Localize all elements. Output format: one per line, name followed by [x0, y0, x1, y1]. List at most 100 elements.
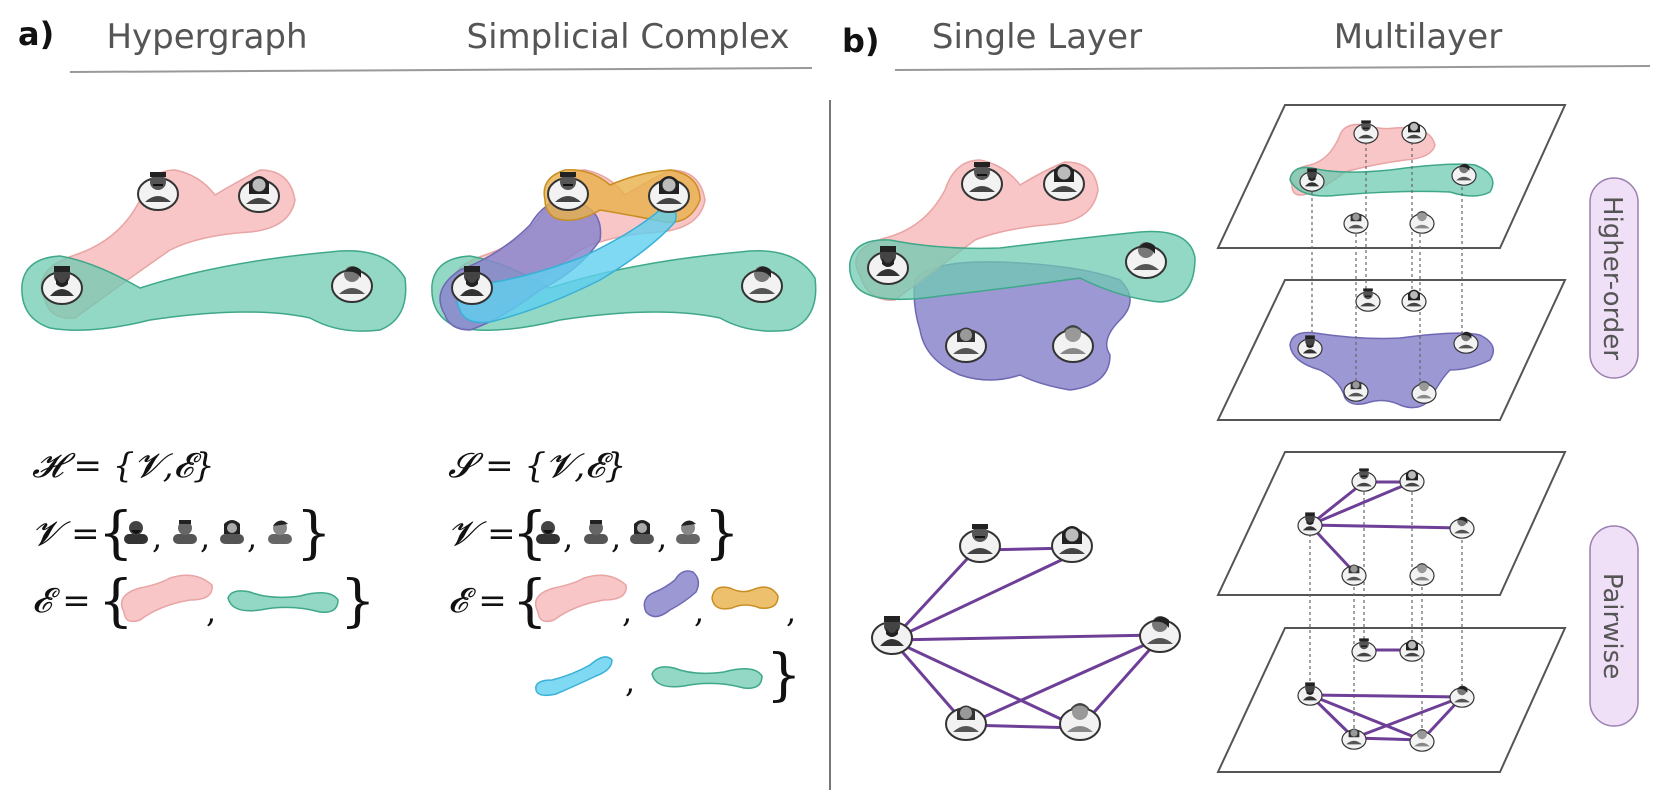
simplicial-definition: 𝓢 = {𝓥,𝓔}: [448, 446, 626, 486]
hyperedge-purple: [1289, 331, 1495, 409]
panel-b-letter: b): [842, 22, 880, 60]
hypergraph-equations: 𝓗 = {𝓥,𝓔} 𝓥 = { , , , } 𝓔 = { , }: [32, 446, 376, 634]
open-brace: {: [98, 501, 134, 566]
comma: ,: [200, 518, 210, 556]
node-man-hair: [1139, 615, 1181, 653]
panel-a-header-rule: [69, 67, 813, 73]
hyperedge-teal: [1289, 163, 1494, 197]
simplicial-equations: 𝓢 = {𝓥,𝓔} 𝓥 = { , , , } 𝓔 = { , , , , }: [448, 446, 802, 708]
simplicial-edge-label: 𝓔 =: [448, 581, 507, 621]
panel-b-header-rule: [894, 65, 1651, 71]
link: [890, 543, 982, 642]
panel-a: a) Hypergraph Simplicial Complex: [18, 15, 817, 708]
comma: ,: [563, 518, 573, 556]
comma: ,: [206, 592, 216, 630]
woman-icon: [630, 520, 654, 544]
node-man-hair: [1449, 684, 1475, 708]
node-woman-braid: [1341, 563, 1367, 586]
interlayer-links-pairwise: [1309, 480, 1463, 740]
link: [1309, 523, 1463, 530]
edge-gold-glyph: [711, 586, 779, 610]
edge-pink-glyph: [534, 574, 627, 623]
node-woman-glasses: [1399, 469, 1425, 492]
link: [1353, 695, 1463, 740]
hypergraph-vertex-label: 𝓥 =: [32, 514, 100, 554]
link: [891, 633, 1161, 642]
node-mustache-man: [959, 523, 1001, 563]
node-mustache-man: [1351, 467, 1377, 492]
comma: ,: [247, 518, 257, 556]
pairwise-label: Pairwise: [1597, 573, 1627, 679]
edge-pink-glyph: [120, 574, 213, 623]
pairwise-pill: Pairwise: [1589, 525, 1639, 727]
node-man-hair: [1449, 515, 1475, 539]
link: [1309, 693, 1463, 699]
man-hair-icon: [676, 520, 700, 544]
node-beard-man: [1297, 681, 1323, 706]
pill-background: [1589, 525, 1639, 727]
comma: ,: [786, 592, 796, 630]
node-man-light: [1409, 562, 1435, 586]
close-brace: }: [704, 501, 740, 566]
node-woman-braid: [1343, 211, 1369, 234]
mustache-man-icon: [584, 520, 608, 544]
simplicial-vertex-label: 𝓥 =: [448, 514, 516, 554]
node-mustache-man: [1355, 287, 1381, 312]
close-brace: }: [766, 643, 802, 708]
multilayer-title: Multilayer: [1334, 17, 1502, 57]
multilayer-pairwise: [1216, 451, 1567, 773]
woman-icon: [220, 520, 244, 544]
link: [965, 636, 1161, 727]
single-layer-title: Single Layer: [932, 17, 1142, 57]
hypergraph-definition: 𝓗 = {𝓥,𝓔}: [32, 446, 215, 486]
man-hair-icon: [268, 520, 292, 544]
hypergraph-drawing: [21, 169, 407, 332]
node-man-light: [1059, 702, 1101, 741]
pill-background: [1589, 177, 1639, 379]
node-beard-man: [1297, 511, 1323, 536]
link: [891, 638, 1081, 730]
higher-order-label: Higher-order: [1597, 196, 1627, 360]
close-brace: }: [340, 569, 376, 634]
layer-plane-top: [1216, 104, 1567, 249]
edge-purple-glyph: [643, 570, 700, 618]
comma: ,: [622, 592, 632, 630]
layer-plane-top: [1216, 451, 1567, 596]
node-man-light: [1409, 210, 1435, 234]
comma: ,: [611, 518, 621, 556]
layer-plane-bottom: [1216, 279, 1567, 421]
comma: ,: [152, 518, 162, 556]
panel-a-letter: a): [18, 15, 54, 53]
link: [1309, 480, 1365, 527]
multilayer-higher-order: [1216, 104, 1567, 421]
higher-order-pill: Higher-order: [1589, 177, 1639, 379]
hypergraph-edge-label: 𝓔 =: [32, 581, 91, 621]
single-layer-pairwise: [871, 523, 1181, 741]
node-mustache-man: [1351, 637, 1377, 662]
comma: ,: [625, 662, 635, 700]
simplicial-complex-title: Simplicial Complex: [467, 17, 790, 57]
hyperedge-teal: [848, 230, 1196, 303]
panel-b: b) Single Layer Multilayer: [842, 17, 1651, 773]
close-brace: }: [296, 501, 332, 566]
hyperedge-teal: [21, 250, 407, 332]
comma: ,: [657, 518, 667, 556]
node-woman-glasses: [1401, 289, 1427, 312]
link: [1309, 480, 1413, 527]
node-woman-glasses: [1399, 638, 1425, 662]
edge-teal-glyph: [651, 666, 763, 689]
hypergraph-title: Hypergraph: [106, 17, 307, 57]
link: [1309, 693, 1423, 742]
node-woman-glasses: [1051, 525, 1093, 563]
mustache-man-icon: [173, 520, 197, 544]
single-layer-higher-order: [848, 159, 1196, 391]
node-woman-glasses: [1401, 120, 1427, 144]
layer-plane-bottom: [1216, 627, 1567, 773]
open-brace: {: [512, 501, 548, 566]
edge-teal-glyph: [227, 590, 339, 613]
link: [891, 553, 1073, 642]
comma: ,: [694, 592, 704, 630]
edge-cyan-glyph: [535, 656, 613, 697]
simplicial-drawing: [431, 169, 817, 332]
